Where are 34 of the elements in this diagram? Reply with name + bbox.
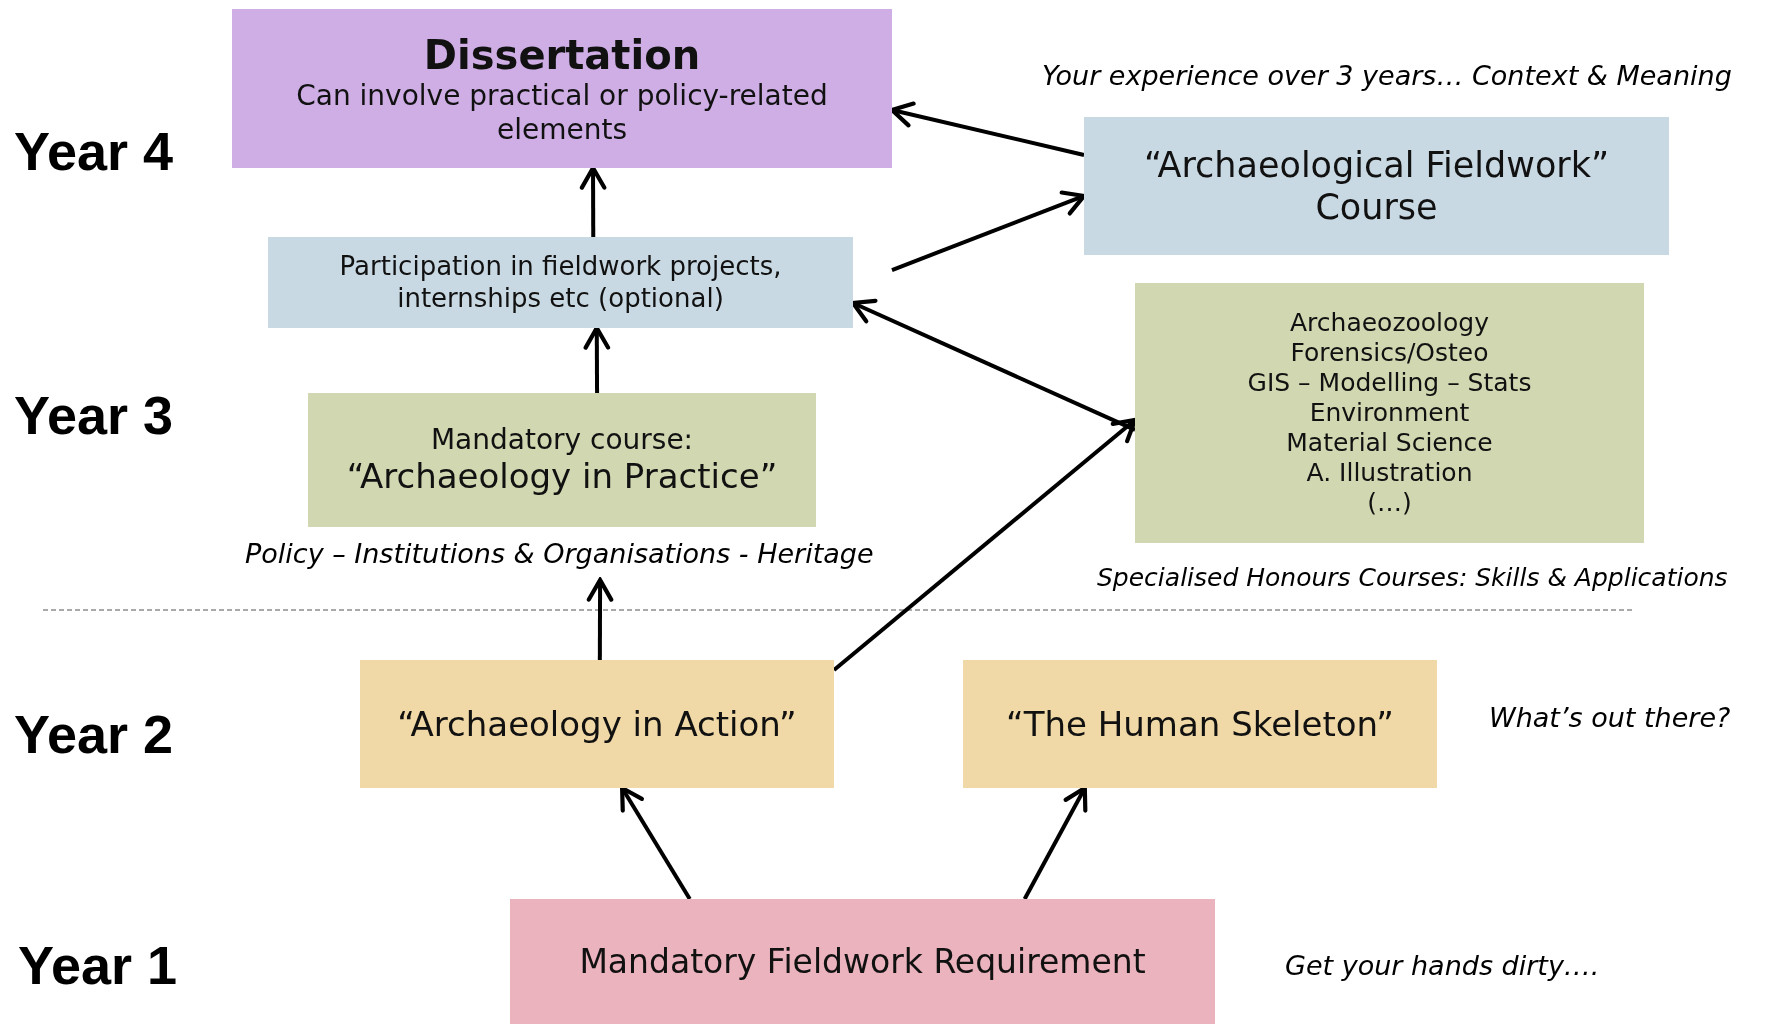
course-box (1084, 117, 1669, 255)
year-label: Year 2 (14, 703, 174, 765)
course-list-box (1135, 283, 1644, 543)
year-label: Year 1 (18, 934, 178, 996)
activity-box (268, 237, 853, 328)
course-text: Archaeozoology (1289, 308, 1489, 338)
course-text: Forensics/Osteo (1290, 338, 1489, 368)
requirement-box (510, 899, 1215, 1024)
year-label: Year 3 (14, 384, 174, 446)
course-text: GIS – Modelling – Stats (1247, 368, 1532, 398)
course-text: “Archaeology in Action” (397, 703, 797, 745)
course-text: “The Human Skeleton” (1006, 703, 1394, 745)
course-text: A. Illustration (1306, 458, 1473, 488)
course-text: Mandatory Fieldwork Requirement (579, 941, 1146, 982)
course-text: Can involve practical or policy-related elements (295, 78, 829, 147)
node-label: Policy – Institutions & Organisations - Heritage (245, 538, 874, 569)
course-box (232, 9, 892, 168)
course-box (963, 660, 1437, 788)
note: What’s out there? (1489, 702, 1731, 733)
course-text: Environment (1309, 398, 1470, 428)
heading: Dissertation (423, 30, 701, 79)
course-box (308, 393, 816, 527)
course-text: “Archaeology in Practice” (346, 456, 778, 498)
course-text: “Archaeological Fieldwork” Course (1142, 144, 1611, 228)
course-text: (…) (1367, 488, 1412, 518)
year-label: Year 4 (14, 120, 174, 182)
note: Get your hands dirty…. (1285, 950, 1600, 981)
arrow (586, 577, 614, 660)
course-text: Mandatory course: (430, 422, 694, 457)
note: Your experience over 3 years… Context & Meaning (1042, 60, 1732, 91)
course-box (360, 660, 834, 788)
course-text: Participation in fieldwork projects, internships etc (optional) (338, 251, 783, 314)
course-text: Material Science (1286, 428, 1493, 458)
node-label: Specialised Honours Courses: Skills & Applications (1097, 563, 1728, 592)
